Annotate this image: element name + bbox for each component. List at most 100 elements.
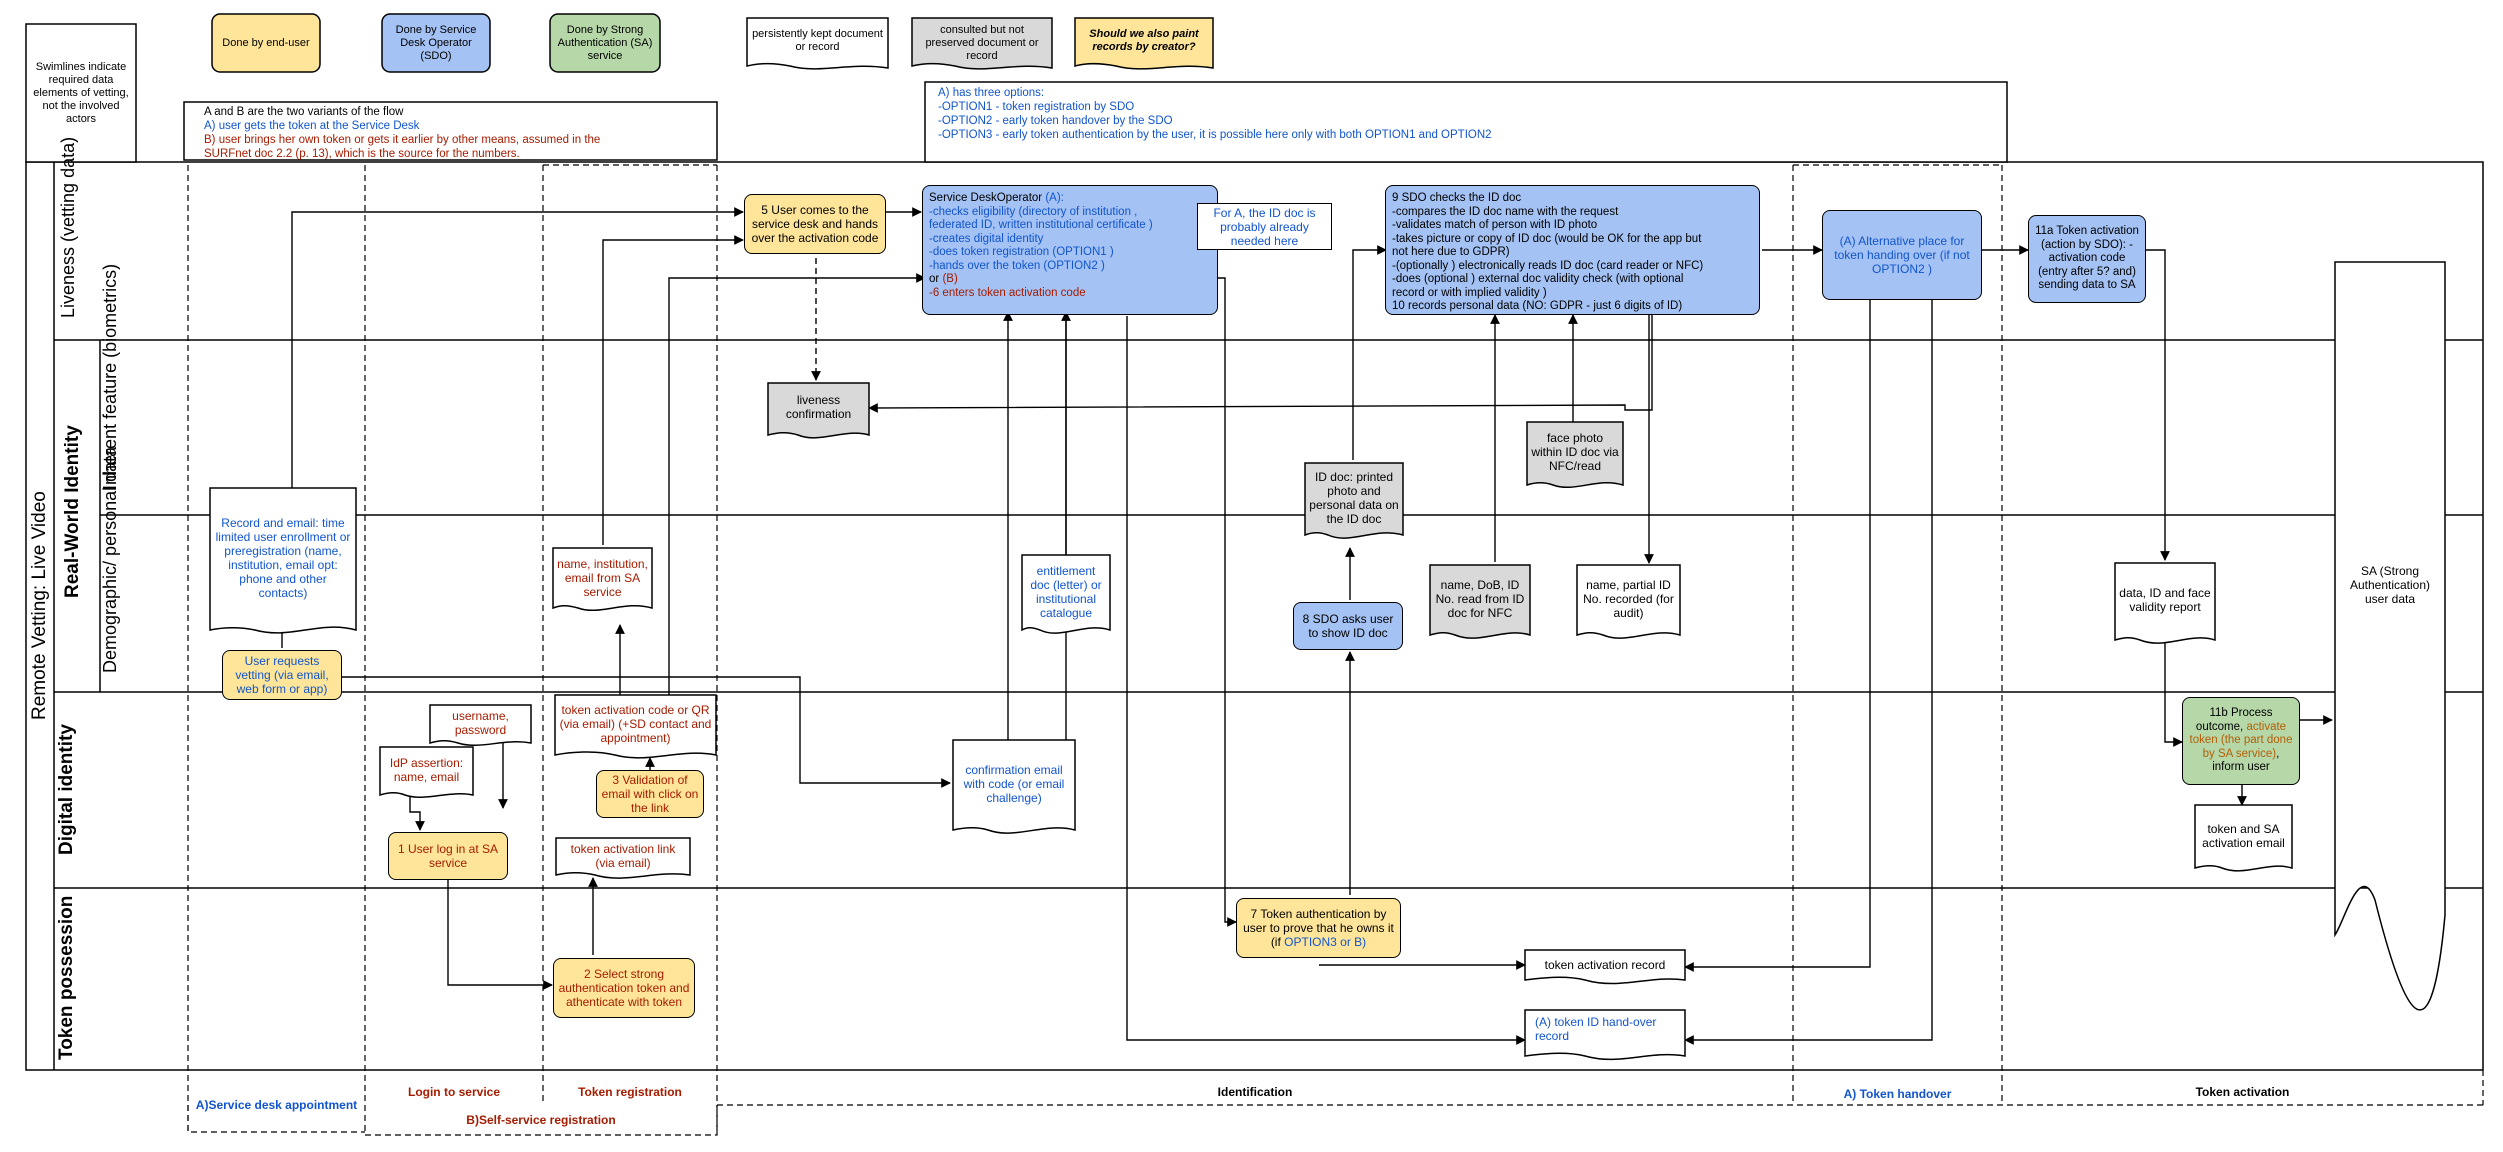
legend-end-user: Done by end-user (212, 14, 320, 72)
step-8-sdo-asks-id: 8 SDO asks user to show ID doc (1293, 602, 1403, 650)
step-3-text: 3 Validation of email with click on the … (601, 773, 699, 815)
step-11b-part-c: , inform user (2212, 747, 2280, 774)
data-validity-text: data, ID and face validity report (2119, 586, 2211, 614)
document-shapes (209, 261, 2446, 1061)
sdo-line-3: federated ID, written institutional cert… (929, 219, 1153, 231)
face-photo-text: face photo within ID doc via NFC/read (1531, 431, 1619, 473)
step-8-text: 8 SDO asks user to show ID doc (1302, 612, 1394, 640)
step-3-validation-email: 3 Validation of email with click on the … (596, 770, 704, 818)
lane-token-label: Token possession (56, 895, 77, 1060)
step-1-user-login: 1 User log in at SA service (388, 832, 508, 880)
step-9-line-3: -validates match of person with ID photo (1392, 219, 1598, 231)
legend-swimlane-note-text: Swimlines indicate required data element… (33, 60, 129, 125)
step-5-text: 5 User comes to the service desk and han… (751, 203, 879, 245)
token-handover-record-text: (A) token ID hand-over record (1535, 1015, 1657, 1043)
step-11b-part-b: activate token (the part done by SA serv… (2189, 720, 2293, 760)
entitlement-text: entitlement doc (letter) or institutiona… (1030, 564, 1102, 620)
sdo-line-1: Service DeskOperator (929, 192, 1043, 204)
legend-swimlane-note: Swimlines indicate required data element… (28, 26, 134, 160)
sdo-line-7b: (B) (942, 273, 958, 285)
entitlement-doc: entitlement doc (letter) or institutiona… (1022, 557, 1110, 627)
step-11b-process-outcome: 11b Process outcome, activate token (the… (2182, 697, 2300, 785)
username-password-doc: username, password (430, 705, 531, 741)
options-note: A) has three options: -OPTION1 - token r… (938, 86, 2003, 142)
sa-user-data: SA (Strong Authentication) user data (2335, 555, 2445, 615)
step-2-select-token: 2 Select strong authentication token and… (553, 958, 695, 1018)
lane-demographic-label: Demographic/ personal data (100, 446, 120, 673)
step-9-line-9: 10 records personal data (NO: GDPR - jus… (1392, 300, 1683, 312)
face-photo-doc: face photo within ID doc via NFC/read (1527, 422, 1623, 482)
legend-sdo-text: Done by Service Desk Operator (SDO) (395, 23, 477, 62)
step-9-line-6: -(optionally ) electronically reads ID d… (1392, 259, 1704, 272)
step-5-user-at-service-desk: 5 User comes to the service desk and han… (744, 194, 886, 254)
phase-identification: Identification (1217, 1085, 1293, 1099)
legend-end-user-text: Done by end-user (222, 37, 310, 49)
phase-token-handover: A) Token handover (1843, 1087, 1952, 1101)
step-9-line-4: -takes picture or copy of ID doc (would … (1392, 232, 1702, 245)
sdo-line-7: or (929, 273, 940, 285)
for-a-note-text: For A, the ID doc is probably already ne… (1213, 205, 1316, 248)
step-11b-part-a: 11b Process outcome, (2195, 707, 2273, 733)
legend-kept-doc: persistently kept document or record (747, 18, 888, 64)
options-line-3: -OPTION2 - early token handover by the S… (938, 115, 1173, 127)
step-7-token-authentication: 7 Token authentication by user to prove … (1236, 898, 1401, 958)
alt-handover-text: (A) Alternative place for token handing … (1834, 234, 1970, 276)
options-line-2: -OPTION1 - token registration by SDO (938, 101, 1135, 113)
step-11b-text: 11b Process outcome, activate token (the… (2187, 707, 2295, 775)
legend-consulted-doc-text: consulted but not preserved document or … (925, 23, 1039, 62)
token-activation-code-doc: token activation code or QR (via email) … (555, 695, 716, 753)
idp-assertion-doc: IdP assertion: name, email (380, 750, 473, 790)
step-9-line-8: record or with implied validity ) (1392, 286, 1547, 299)
id-doc: ID doc: printed photo and personal data … (1305, 463, 1403, 533)
token-activation-code-text: token activation code or QR (via email) … (559, 703, 712, 745)
sdo-line-2: -checks eligibility (directory of instit… (929, 205, 1138, 218)
confirmation-email-text: confirmation email with code (or email c… (963, 763, 1065, 805)
step-9-line-7: -does (optional ) external doc validity … (1392, 273, 1684, 285)
step-7-text: 7 Token authentication by user to prove … (1241, 907, 1396, 949)
step-7-part-a: 7 Token authentication by user to prove … (1243, 907, 1394, 949)
legend-kept-doc-text: persistently kept document or record (752, 28, 883, 53)
phase-sd-appointment: A)Service desk appointment (195, 1098, 358, 1112)
phase-token-registration: Token registration (578, 1085, 682, 1099)
record-and-email-text: Record and email: time limited user enro… (215, 516, 351, 600)
name-institution-text: name, institution, email from SA service (557, 557, 648, 599)
token-activation-record: token activation record (1525, 951, 1685, 979)
alt-handover-place: (A) Alternative place for token handing … (1822, 210, 1982, 300)
sdo-checks-node: Service DeskOperator (A): -checks eligib… (922, 185, 1218, 315)
legend-sdo: Done by Service Desk Operator (SDO) (382, 14, 490, 72)
phase-login: Login to service (407, 1085, 501, 1099)
step-11a-token-activation: 11a Token activation (action by SDO): -a… (2028, 215, 2146, 303)
token-activation-link-doc: token activation link (via email) (556, 838, 690, 874)
token-sa-email-text: token and SA activation email (2202, 822, 2285, 850)
sdo-line-5: -does token registration (OPTION1 ) (929, 246, 1114, 258)
name-partial-doc: name, partial ID No. recorded (for audit… (1577, 565, 1680, 633)
data-validity-report: data, ID and face validity report (2115, 565, 2215, 635)
options-line-4: -OPTION3 - early token authentication by… (938, 129, 1492, 141)
legend-paint-question-text: Should we also paint records by creator? (1089, 28, 1199, 53)
lane-outer-label: Remote Vetting: Live Video (29, 491, 50, 720)
variants-line-1: A and B are the two variants of the flow (204, 106, 404, 118)
variants-note: A and B are the two variants of the flow… (204, 105, 716, 161)
legend-sa: Done by Strong Authentication (SA) servi… (550, 14, 660, 72)
name-partial-text: name, partial ID No. recorded (for audit… (1583, 578, 1674, 620)
phase-self-service: B)Self-service registration (466, 1113, 616, 1127)
sdo-line-1b: (A): (1045, 192, 1064, 204)
token-handover-record: (A) token ID hand-over record (1527, 1012, 1683, 1052)
confirmation-email-doc: confirmation email with code (or email c… (953, 742, 1075, 826)
token-activation-link-text: token activation link (via email) (570, 842, 676, 870)
username-password-text: username, password (452, 709, 509, 737)
variants-line-3: B) user brings her own token or gets it … (204, 134, 601, 146)
step-2-text: 2 Select strong authentication token and… (558, 967, 690, 1009)
name-dob-text: name, DoB, ID No. read from ID doc for N… (1435, 578, 1525, 620)
step-9-line-2: -compares the ID doc name with the reque… (1392, 205, 1619, 218)
lane-liveness-label: Liveness (vetting data) (58, 136, 78, 318)
lane-digital-label: Digital identity (56, 724, 77, 855)
user-requests-text: User requests vetting (via email, web fo… (235, 654, 329, 696)
legend-sa-text: Done by Strong Authentication (SA) servi… (557, 23, 653, 62)
sa-user-data-text: SA (Strong Authentication) user data (2349, 564, 2431, 606)
token-sa-email-doc: token and SA activation email (2195, 807, 2292, 865)
id-doc-text: ID doc: printed photo and personal data … (1309, 470, 1399, 526)
step-9-line-5: not here due to GDPR) (1392, 246, 1510, 258)
step-9-sdo-checks-id: 9 SDO checks the ID doc -compares the ID… (1385, 185, 1760, 315)
liveness-confirmation-text: liveness confirmation (785, 393, 852, 421)
